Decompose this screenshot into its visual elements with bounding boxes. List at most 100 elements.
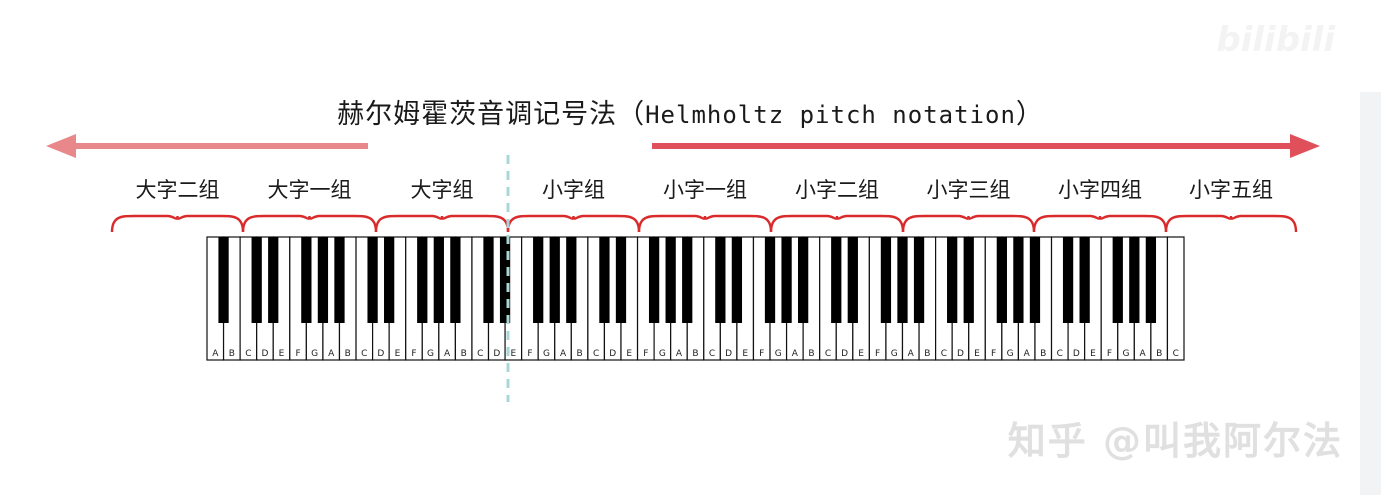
key-label: E — [1090, 349, 1096, 359]
black-key — [301, 237, 312, 323]
key-label: D — [609, 349, 616, 359]
black-key — [897, 237, 908, 323]
group-brace — [241, 214, 378, 233]
black-key — [218, 237, 229, 323]
black-key — [1079, 237, 1090, 323]
key-label: C — [941, 349, 947, 359]
black-key — [665, 237, 676, 323]
key-label: E — [511, 349, 517, 359]
title-latin: Helmholtz pitch notation — [645, 101, 1016, 129]
group-label: 大字一组 — [267, 178, 352, 202]
title-chinese: 赫尔姆霍茨音调记号法 — [337, 99, 618, 130]
black-key — [417, 237, 428, 323]
diagram-title: 赫尔姆霍茨音调记号法（Helmholtz pitch notation） — [0, 92, 1381, 131]
title-open-paren: （ — [617, 99, 646, 130]
key-label: F — [527, 349, 532, 359]
black-key — [1029, 237, 1041, 323]
key-label: B — [576, 349, 582, 359]
direction-arrows — [46, 134, 1320, 158]
black-key — [913, 237, 925, 323]
left-arrow-shaft — [72, 143, 368, 149]
title-close-paren: ） — [1015, 99, 1044, 130]
key-label: G — [775, 349, 782, 359]
key-label: A — [1140, 349, 1147, 359]
group-brace — [901, 214, 1036, 233]
group-brace — [1032, 214, 1168, 233]
black-key — [433, 237, 444, 323]
black-key — [764, 237, 776, 323]
black-key — [334, 237, 345, 323]
group-brace — [374, 214, 510, 233]
black-key — [615, 237, 627, 323]
black-key — [947, 237, 958, 323]
scrollbar-track[interactable] — [1360, 92, 1381, 495]
group-brace — [110, 214, 245, 233]
group-label: 小字一组 — [663, 178, 747, 202]
black-key — [831, 237, 842, 323]
zhihu-watermark: 知乎 @叫我阿尔法 — [1007, 419, 1343, 463]
key-label: E — [974, 349, 980, 359]
black-key — [499, 237, 511, 323]
key-label: C — [1057, 349, 1063, 359]
black-key — [880, 237, 892, 323]
key-label: D — [493, 349, 500, 359]
black-key — [682, 237, 693, 323]
key-label: C — [477, 349, 483, 359]
group-label: 小字组 — [542, 178, 605, 202]
key-label: D — [377, 349, 384, 359]
key-label: F — [875, 349, 880, 359]
black-key — [1112, 237, 1123, 323]
key-label: D — [261, 349, 268, 359]
group-braces — [110, 214, 1298, 233]
black-key — [483, 237, 494, 323]
black-key — [268, 237, 279, 323]
key-label: G — [543, 349, 550, 359]
group-brace — [637, 214, 773, 233]
key-label: F — [295, 349, 300, 359]
key-label: A — [328, 349, 335, 359]
black-key — [384, 237, 395, 323]
key-label: E — [279, 349, 285, 359]
group-label: 小字二组 — [795, 178, 879, 202]
key-label: B — [229, 349, 235, 359]
black-key — [599, 237, 610, 323]
black-key — [996, 237, 1007, 323]
black-key — [715, 237, 726, 323]
key-label: C — [709, 349, 715, 359]
key-label: G — [311, 349, 318, 359]
key-label: C — [1173, 349, 1179, 359]
black-keys — [218, 237, 1157, 323]
key-label: A — [212, 349, 219, 359]
key-label: A — [792, 349, 799, 359]
black-key — [251, 237, 262, 323]
key-label: F — [991, 349, 996, 359]
group-label: 小字四组 — [1058, 178, 1142, 202]
bilibili-logo-watermark: bilibili — [1216, 20, 1335, 60]
black-key — [1013, 237, 1024, 323]
group-label: 大字二组 — [135, 178, 220, 202]
key-label: A — [444, 349, 451, 359]
black-key — [781, 237, 792, 323]
key-label: E — [742, 349, 748, 359]
black-key — [1145, 237, 1157, 323]
right-arrow-shaft — [652, 143, 1296, 149]
key-label: F — [411, 349, 416, 359]
black-key — [648, 237, 660, 323]
key-label: C — [593, 349, 599, 359]
group-brace — [769, 214, 905, 233]
key-label: B — [808, 349, 814, 359]
key-label: F — [759, 349, 764, 359]
black-key — [963, 237, 974, 323]
group-label: 小字五组 — [1189, 178, 1273, 202]
key-label: F — [643, 349, 648, 359]
key-label: G — [659, 349, 666, 359]
key-label: A — [676, 349, 683, 359]
group-label: 大字组 — [410, 178, 474, 202]
black-key — [367, 237, 378, 323]
key-label: A — [908, 349, 915, 359]
black-key — [549, 237, 560, 323]
key-label: A — [1024, 349, 1031, 359]
white-key — [1166, 236, 1185, 361]
key-label: C — [361, 349, 367, 359]
